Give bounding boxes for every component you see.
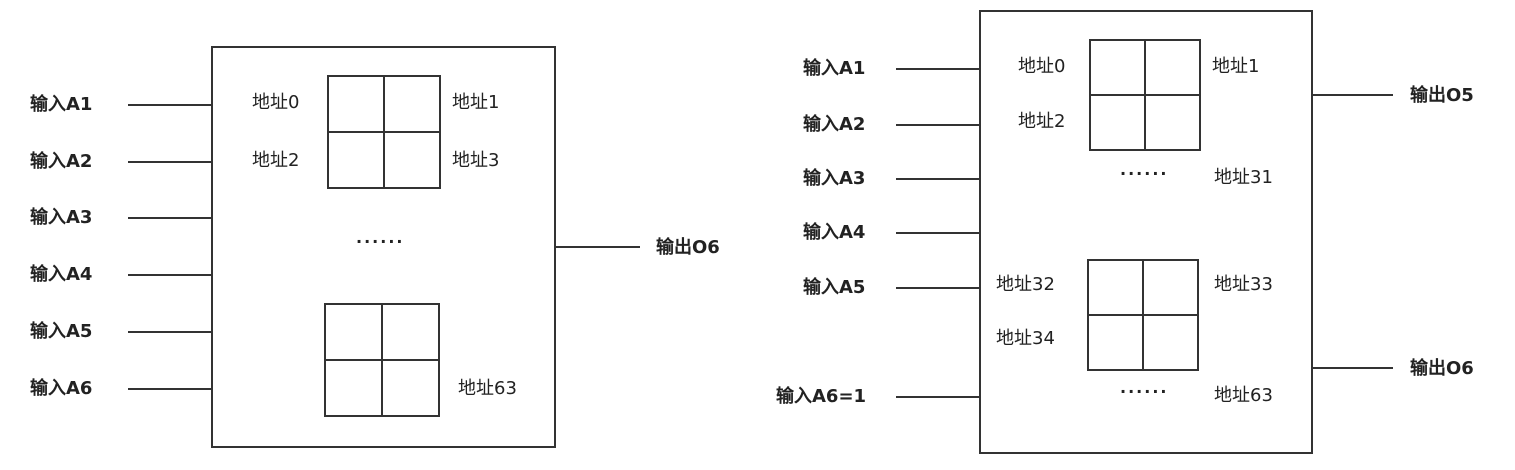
right-input-a6-wire: [896, 396, 980, 398]
left-input-a1-label: 输入A1: [30, 94, 93, 115]
right-input-a4-wire: [896, 232, 980, 234]
left-address-3-label: 地址3: [452, 150, 500, 171]
right-memory-grid-bottom: [1087, 259, 1199, 371]
right-address-1-label: 地址1: [1212, 56, 1260, 77]
right-address-33-label: 地址33: [1214, 274, 1273, 295]
right-output-o6-wire: [1313, 367, 1393, 369]
right-output-o5-wire: [1313, 94, 1393, 96]
left-output-o6-wire: [556, 246, 640, 248]
left-input-a5-label: 输入A5: [30, 321, 93, 342]
left-address-0-label: 地址0: [252, 92, 300, 113]
left-input-a4-wire: [128, 274, 212, 276]
left-address-1-label: 地址1: [452, 92, 500, 113]
right-ellipsis-bottom: ······: [1120, 382, 1169, 401]
right-address-63-label: 地址63: [1214, 385, 1273, 406]
right-output-o6-label: 输出O6: [1410, 358, 1474, 379]
left-input-a1-wire: [128, 104, 212, 106]
left-input-a2-label: 输入A2: [30, 151, 93, 172]
right-address-0-label: 地址0: [1018, 56, 1066, 77]
left-address-63-label: 地址63: [458, 378, 517, 399]
left-input-a4-label: 输入A4: [30, 264, 93, 285]
right-ellipsis-top: ······: [1120, 164, 1169, 183]
right-address-2-label: 地址2: [1018, 111, 1066, 132]
left-output-o6-label: 输出O6: [656, 237, 720, 258]
right-lut-box: [979, 10, 1313, 454]
right-address-31-label: 地址31: [1214, 167, 1273, 188]
left-input-a3-label: 输入A3: [30, 207, 93, 228]
right-address-32-label: 地址32: [996, 274, 1055, 295]
right-input-a2-label: 输入A2: [803, 114, 866, 135]
right-input-a5-label: 输入A5: [803, 277, 866, 298]
left-memory-grid-bottom: [324, 303, 440, 417]
right-input-a1-label: 输入A1: [803, 58, 866, 79]
left-input-a2-wire: [128, 161, 212, 163]
left-input-a3-wire: [128, 217, 212, 219]
right-input-a6-label: 输入A6=1: [776, 386, 867, 407]
left-input-a6-label: 输入A6: [30, 378, 93, 399]
right-input-a5-wire: [896, 287, 980, 289]
right-input-a4-label: 输入A4: [803, 222, 866, 243]
left-input-a5-wire: [128, 331, 212, 333]
left-input-a6-wire: [128, 388, 212, 390]
right-input-a1-wire: [896, 68, 980, 70]
left-memory-grid-top: [327, 75, 441, 189]
left-address-2-label: 地址2: [252, 150, 300, 171]
right-input-a2-wire: [896, 124, 980, 126]
right-input-a3-wire: [896, 178, 980, 180]
right-address-34-label: 地址34: [996, 328, 1055, 349]
right-memory-grid-top: [1089, 39, 1201, 151]
left-ellipsis: ······: [356, 232, 405, 251]
right-output-o5-label: 输出O5: [1410, 85, 1474, 106]
right-input-a3-label: 输入A3: [803, 168, 866, 189]
